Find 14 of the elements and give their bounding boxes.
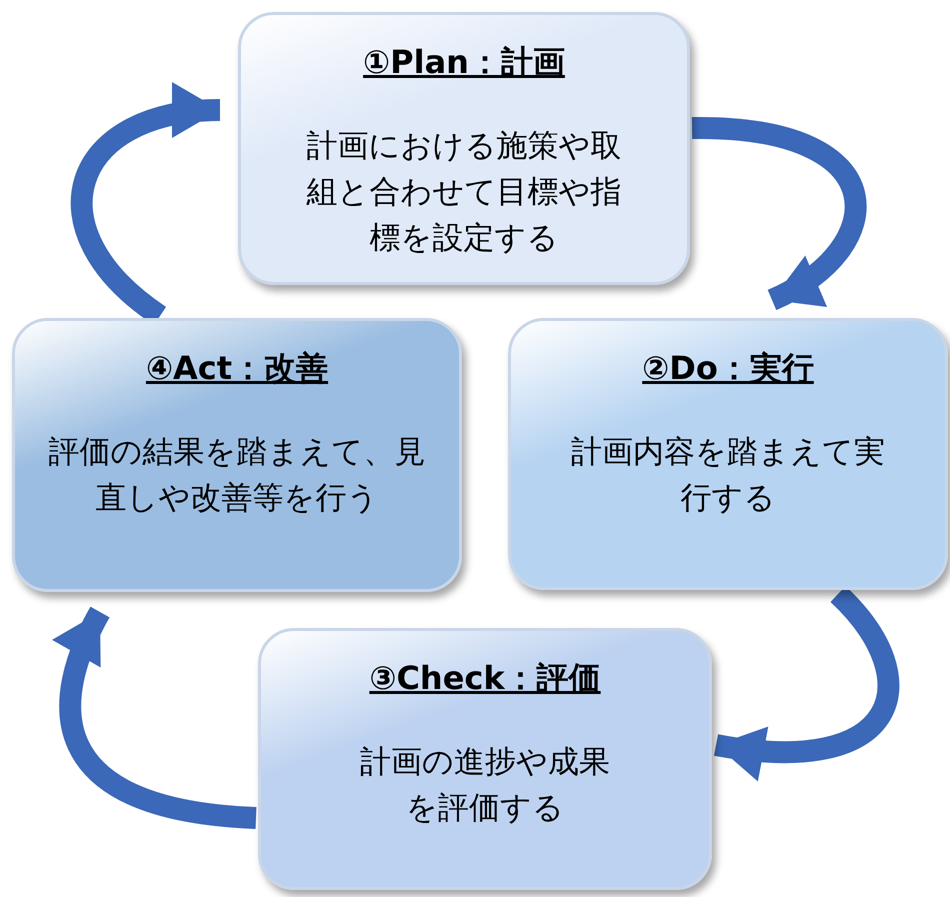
heading: ②Do：実行 <box>642 348 814 389</box>
process-box <box>238 12 690 285</box>
curved-arrow <box>692 117 866 310</box>
heading: ④Act：改善 <box>146 348 328 389</box>
curved-arrow <box>53 606 257 829</box>
heading: ①Plan：計画 <box>363 42 565 83</box>
body-text: 計画内容を踏まえて実行する <box>570 433 886 518</box>
process-box <box>258 628 712 890</box>
process-box <box>12 318 462 592</box>
body-text: 計画における施策や取組と合わせて目標や指標を設定する <box>306 127 622 258</box>
body-text: 計画の進捗や成果を評価する <box>359 743 611 828</box>
heading: ③Check：評価 <box>369 658 601 699</box>
process-box <box>508 318 948 590</box>
body-text: 評価の結果を踏まえて、見直しや改善等を行う <box>48 433 426 518</box>
